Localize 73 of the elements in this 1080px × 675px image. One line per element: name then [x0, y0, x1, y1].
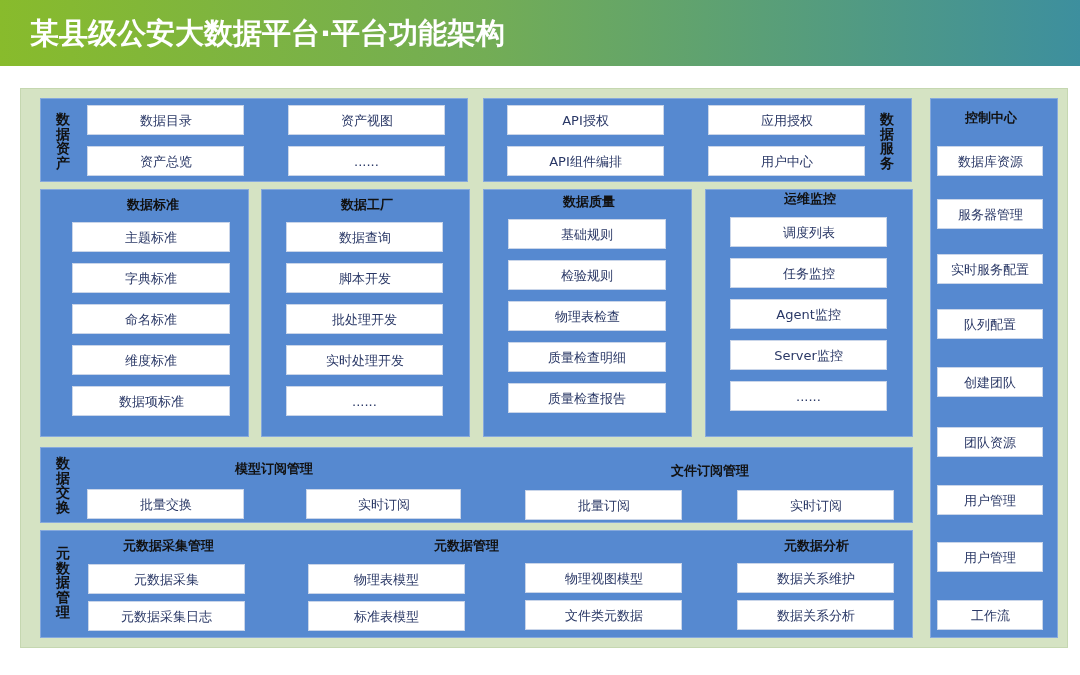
function-box: 创建团队	[937, 367, 1043, 397]
module-panel	[261, 189, 470, 437]
subgroup-title: 模型订阅管理	[235, 461, 313, 477]
subgroup-title: 元数据采集管理	[122, 538, 214, 554]
function-box: 实时服务配置	[937, 254, 1043, 284]
module-panel	[483, 189, 692, 437]
vertical-panel-title: 数据资产	[56, 111, 70, 171]
function-box: 资产总览	[87, 146, 244, 176]
function-box: 任务监控	[730, 258, 887, 288]
function-box: 数据项标准	[72, 386, 230, 416]
function-box: API授权	[507, 105, 664, 135]
function-box: 元数据采集日志	[88, 601, 245, 631]
function-box: 文件类元数据	[525, 600, 682, 630]
function-box: 批处理开发	[286, 304, 443, 334]
function-box: 数据关系分析	[737, 600, 894, 630]
function-box: 命名标准	[72, 304, 230, 334]
function-box: 实时处理开发	[286, 345, 443, 375]
function-box: 数据查询	[286, 222, 443, 252]
function-box: 物理表模型	[308, 564, 465, 594]
function-box: Server监控	[730, 340, 887, 370]
function-box: 数据库资源	[937, 146, 1043, 176]
subgroup-title: 元数据分析	[783, 538, 849, 554]
panel-title: 控制中心	[965, 110, 1017, 126]
function-box: 用户管理	[937, 542, 1043, 572]
function-box: 质量检查明细	[508, 342, 666, 372]
function-box: 基础规则	[508, 219, 666, 249]
function-box: 主题标准	[72, 222, 230, 252]
panel-title: 数据工厂	[341, 197, 393, 213]
module-panel	[40, 98, 468, 182]
function-box: Agent监控	[730, 299, 887, 329]
function-box: 物理表检查	[508, 301, 666, 331]
panel-title: 运维监控	[784, 191, 836, 207]
function-box: 元数据采集	[88, 564, 245, 594]
panel-title: 数据标准	[127, 197, 179, 213]
function-box: 脚本开发	[286, 263, 443, 293]
function-box: ......	[288, 146, 445, 176]
function-box: 用户管理	[937, 485, 1043, 515]
function-box: ......	[286, 386, 443, 416]
function-box: 字典标准	[72, 263, 230, 293]
subgroup-title: 文件订阅管理	[671, 463, 749, 479]
panel-title: 数据质量	[563, 194, 615, 210]
function-box: 数据目录	[87, 105, 244, 135]
vertical-panel-title: 数据交换	[56, 455, 70, 515]
function-box: 工作流	[937, 600, 1043, 630]
function-box: API组件编排	[507, 146, 664, 176]
module-panel	[930, 98, 1058, 638]
function-box: 检验规则	[508, 260, 666, 290]
function-box: 标准表模型	[308, 601, 465, 631]
diagram-title: 某县级公安大数据平台·平台功能架构	[30, 15, 506, 51]
function-box: 数据关系维护	[737, 563, 894, 593]
function-box: ......	[730, 381, 887, 411]
module-panel	[40, 189, 249, 437]
function-box: 批量订阅	[525, 490, 682, 520]
subgroup-title: 元数据管理	[433, 538, 499, 554]
function-box: 资产视图	[288, 105, 445, 135]
function-box: 用户中心	[708, 146, 865, 176]
function-box: 质量检查报告	[508, 383, 666, 413]
function-box: 调度列表	[730, 217, 887, 247]
function-box: 物理视图模型	[525, 563, 682, 593]
module-panel	[40, 447, 913, 523]
function-box: 实时订阅	[306, 489, 461, 519]
function-box: 团队资源	[937, 427, 1043, 457]
function-box: 服务器管理	[937, 199, 1043, 229]
module-panel	[40, 530, 913, 638]
function-box: 队列配置	[937, 309, 1043, 339]
function-box: 实时订阅	[737, 490, 894, 520]
vertical-panel-title: 数据服务	[880, 111, 894, 171]
function-box: 批量交换	[87, 489, 244, 519]
module-panel	[483, 98, 912, 182]
function-box: 应用授权	[708, 105, 865, 135]
vertical-panel-title: 元数据管理	[56, 546, 70, 620]
module-panel	[705, 189, 913, 437]
function-box: 维度标准	[72, 345, 230, 375]
